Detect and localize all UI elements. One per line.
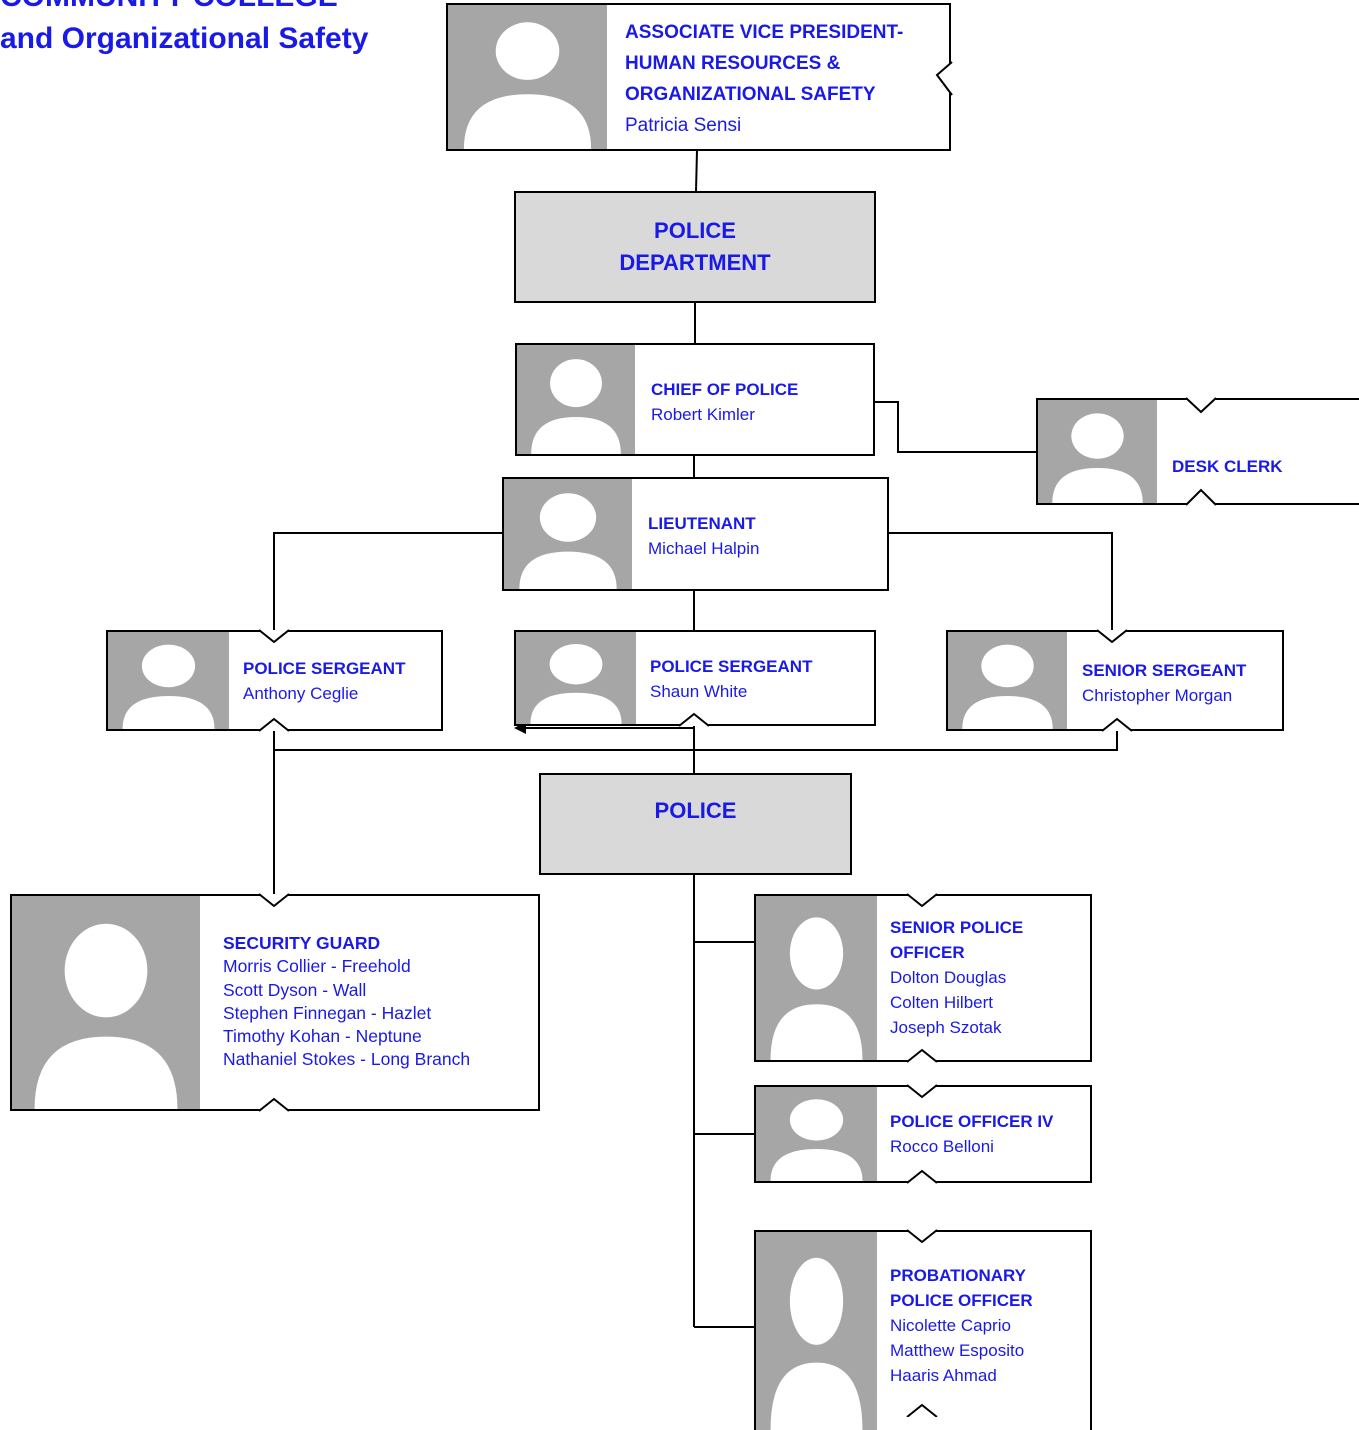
unit-police-department: POLICE DEPARTMENT	[514, 191, 876, 303]
person-name: Matthew Esposito	[890, 1341, 1025, 1360]
person-name: Nicolette Caprio	[890, 1316, 1011, 1335]
position-title: SECURITY GUARD	[223, 933, 381, 953]
avatar	[1038, 400, 1157, 503]
position-title: LIEUTENANT	[648, 514, 756, 533]
position-title: CHIEF OF POLICE	[651, 380, 799, 399]
person-name: Scott Dyson - Wall	[223, 979, 367, 1000]
position-title: DESK CLERK	[1172, 457, 1283, 476]
avatar	[756, 1087, 877, 1181]
card-probationary-police-officer: PROBATIONARY POLICE OFFICER Nicolette Ca…	[754, 1230, 1092, 1430]
person-name: Rocco Belloni	[890, 1137, 994, 1156]
person-name: Stephen Finnegan - Hazlet	[223, 1002, 432, 1023]
position-title: POLICE OFFICER IV	[890, 1112, 1054, 1131]
avatar	[448, 5, 607, 149]
card-associate-vice-president: ASSOCIATE VICE PRESIDENT- HUMAN RESOURCE…	[446, 3, 951, 151]
card-security-guard: SECURITY GUARD Morris Collier - Freehold…	[10, 894, 540, 1111]
avatar	[108, 632, 229, 729]
person-name: Christopher Morgan	[1082, 686, 1233, 705]
header-title-line2: and Organizational Safety	[0, 22, 369, 55]
avatar	[756, 1232, 877, 1430]
position-title: POLICE SERGEANT	[243, 659, 406, 678]
person-name: Joseph Szotak	[890, 1018, 1002, 1037]
card-senior-police-officer: SENIOR POLICE OFFICER Dolton Douglas Col…	[754, 894, 1092, 1062]
person-name: Shaun White	[650, 682, 748, 701]
card-chief-of-police: CHIEF OF POLICE Robert Kimler	[515, 343, 875, 456]
person-name: Morris Collier - Freehold	[223, 956, 411, 977]
position-title: SENIOR POLICE OFFICER	[890, 918, 1024, 962]
avatar	[948, 632, 1067, 729]
header-title-line1: COMMUNITY COLLEGE	[0, 0, 338, 14]
avatar	[516, 632, 636, 724]
position-title: POLICE SERGEANT	[650, 657, 813, 676]
person-name: Patricia Sensi	[625, 115, 742, 136]
position-title: PROBATIONARY POLICE OFFICER	[890, 1266, 1033, 1310]
avatar	[756, 896, 877, 1060]
card-police-sergeant-white: POLICE SERGEANT Shaun White	[514, 630, 876, 726]
card-senior-sergeant: SENIOR SERGEANT Christopher Morgan	[946, 630, 1284, 731]
card-police-officer-iv: POLICE OFFICER IV Rocco Belloni	[754, 1085, 1092, 1183]
person-name: Colten Hilbert	[890, 993, 993, 1012]
person-name: Haaris Ahmad	[890, 1366, 997, 1385]
avatar	[517, 345, 635, 454]
card-lieutenant: LIEUTENANT Michael Halpin	[502, 477, 889, 591]
unit-police: POLICE	[539, 773, 852, 875]
avatar	[504, 479, 632, 589]
person-name: Timothy Kohan - Neptune	[223, 1026, 422, 1047]
card-police-sergeant-ceglie: POLICE SERGEANT Anthony Ceglie	[106, 630, 443, 731]
person-name: Dolton Douglas	[890, 968, 1007, 987]
position-title: ASSOCIATE VICE PRESIDENT- HUMAN RESOURCE…	[625, 22, 904, 105]
person-name: Robert Kimler	[651, 405, 755, 424]
person-name: Michael Halpin	[648, 539, 760, 558]
person-name: Nathaniel Stokes - Long Branch	[223, 1049, 471, 1070]
person-name: Anthony Ceglie	[243, 684, 359, 703]
card-desk-clerk: DESK CLERK	[1036, 398, 1359, 505]
position-title: SENIOR SERGEANT	[1082, 661, 1247, 680]
avatar	[12, 896, 200, 1109]
